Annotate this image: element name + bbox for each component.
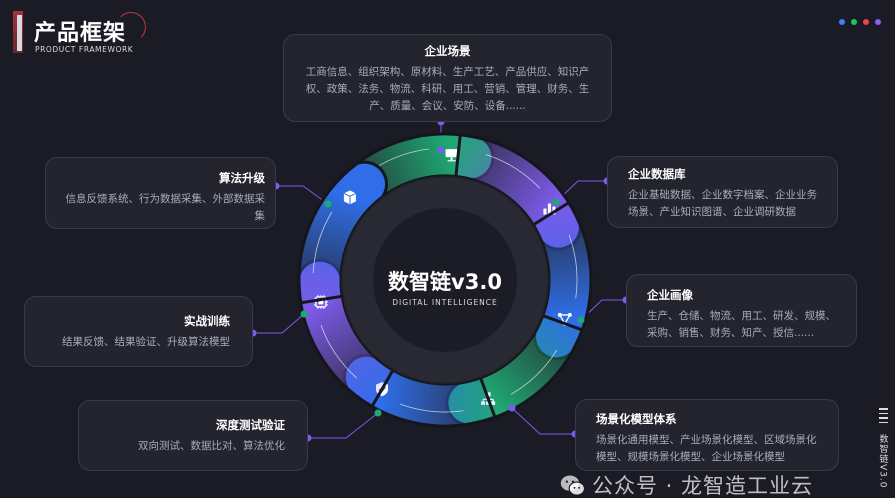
connector-dot bbox=[508, 404, 516, 412]
connector-training bbox=[253, 313, 305, 334]
card-text: 企业基础数据、企业数字档案、企业业务场景、产业知识图谱、企业调研数据 bbox=[628, 189, 817, 218]
monitor-chart-icon bbox=[445, 149, 458, 162]
card-text: 双向测试、数据比对、算法优化 bbox=[138, 440, 285, 452]
card-title: 算法升级 bbox=[219, 171, 265, 185]
card-enterprise-scene: 企业场景 工商信息、组织架构、原材料、生产工艺、产品供应、知识产权、政策、法务、… bbox=[283, 34, 612, 122]
wechat-icon bbox=[560, 475, 586, 496]
card-title: 企业画像 bbox=[647, 288, 693, 302]
flow-arrow bbox=[312, 211, 333, 274]
card-title: 实战训练 bbox=[184, 314, 230, 328]
flow-arrow bbox=[320, 325, 357, 379]
flow-arrow bbox=[510, 349, 558, 395]
watermark-text: 公众号 · 龙智造工业云 bbox=[592, 473, 814, 498]
center-subtitle: DIGITAL INTELLIGENCE bbox=[392, 298, 498, 307]
card-algorithm-upgrade: 算法升级 信息反馈系统、行为数据采集、外部数据采集 bbox=[45, 157, 276, 229]
card-text: 生产、仓储、物流、用工、研发、规模、采购、销售、财务、知产、授信...... bbox=[647, 310, 836, 339]
connector-dot bbox=[324, 200, 332, 208]
center-disc bbox=[373, 208, 517, 352]
side-label: 数智链V3.0 bbox=[876, 408, 890, 488]
logo-bar-inner bbox=[17, 15, 22, 51]
flow-arrow bbox=[485, 154, 541, 189]
page-dot bbox=[875, 19, 881, 25]
card-text: 场景化通用模型、产业场景化模型、区域场景化模型、规模场景化模型、企业场景化模型 bbox=[596, 434, 817, 463]
card-text: 工商信息、组织架构、原材料、生产工艺、产品供应、知识产权、政策、法务、物流、科研… bbox=[305, 66, 590, 112]
card-title: 企业场景 bbox=[424, 44, 471, 58]
connector-dot bbox=[300, 310, 308, 318]
cube-icon bbox=[343, 190, 357, 205]
card-practical-training: 实战训练 结果反馈、结果验证、升级算法模型 bbox=[24, 296, 253, 367]
flow-arrow bbox=[399, 403, 464, 413]
page-dot bbox=[863, 19, 869, 25]
top-dots bbox=[839, 19, 881, 25]
watermark: 公众号 · 龙智造工业云 bbox=[560, 473, 813, 498]
card-text: 信息反馈系统、行为数据采集、外部数据采集 bbox=[65, 193, 266, 222]
flow-arrow bbox=[568, 234, 578, 299]
card-enterprise-database: 企业数据库 企业基础数据、企业数字档案、企业业务场景、产业知识图谱、企业调研数据 bbox=[607, 156, 838, 228]
page-subtitle: PRODUCT FRAMEWORK bbox=[35, 45, 134, 54]
page-title: 产品框架 bbox=[34, 21, 127, 46]
connector-dot bbox=[552, 198, 560, 206]
connector-dot bbox=[577, 316, 585, 324]
connector-dot bbox=[437, 146, 445, 154]
card-enterprise-portrait: 企业画像 生产、仓储、物流、用工、研发、规模、采购、销售、财务、知产、授信...… bbox=[626, 274, 857, 347]
page-dot bbox=[851, 19, 857, 25]
card-title: 深度测试验证 bbox=[216, 418, 285, 432]
connector-model bbox=[511, 407, 575, 435]
connector-algorithm bbox=[276, 185, 329, 205]
page-dot bbox=[839, 19, 845, 25]
card-scenario-model-system: 场景化模型体系 场景化通用模型、产业场景化模型、区域场景化模型、规模场景化模型、… bbox=[575, 399, 839, 471]
side-label-text: 数智链V3.0 bbox=[877, 434, 888, 489]
connector-testing bbox=[308, 412, 379, 439]
card-title: 企业数据库 bbox=[628, 167, 686, 181]
center-title: 数智链v3.0 bbox=[388, 270, 502, 294]
card-deep-testing: 深度测试验证 双向测试、数据比对、算法优化 bbox=[78, 400, 308, 471]
connector-dot bbox=[374, 409, 382, 417]
title-ring-decoration bbox=[116, 12, 146, 42]
card-title: 场景化模型体系 bbox=[596, 412, 677, 426]
card-text: 结果反馈、结果验证、升级算法模型 bbox=[62, 336, 230, 348]
